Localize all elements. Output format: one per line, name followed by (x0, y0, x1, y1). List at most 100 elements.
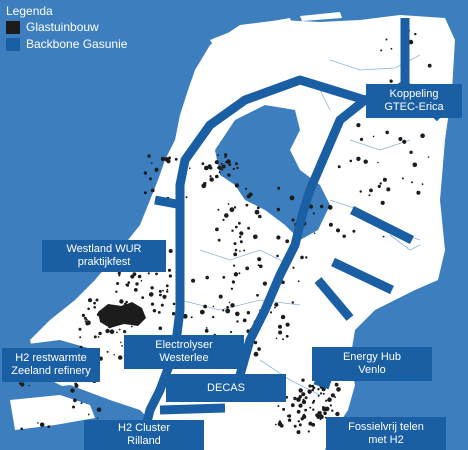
label-decas: DECAS (166, 374, 286, 402)
greenhouse-dot (167, 268, 172, 272)
greenhouse-dot (278, 330, 283, 335)
greenhouse-dot (285, 239, 290, 244)
greenhouse-dot (97, 336, 100, 338)
greenhouse-dot (141, 296, 145, 299)
greenhouse-dot (74, 382, 78, 386)
greenhouse-dot (259, 264, 263, 269)
wadden-island-1 (210, 30, 240, 48)
greenhouse-dot (220, 162, 223, 165)
greenhouse-dot (163, 296, 166, 299)
greenhouse-dot (275, 337, 278, 340)
greenhouse-dot (165, 284, 169, 288)
greenhouse-dot (312, 212, 315, 215)
greenhouse-dot (312, 399, 316, 403)
greenhouse-dot (257, 347, 261, 351)
greenhouse-dot (234, 225, 238, 229)
label-electrolyser-line2: Westerlee (159, 352, 209, 364)
greenhouse-dot (226, 305, 229, 309)
greenhouse-dot (228, 163, 232, 167)
greenhouse-dot (298, 395, 302, 399)
greenhouse-dot (149, 177, 152, 181)
wadden-island-2 (250, 18, 292, 30)
greenhouse-dot (292, 266, 295, 269)
label-westland: Westland WUR praktijkfest (42, 240, 166, 272)
greenhouse-dot (221, 164, 226, 169)
greenhouse-dot (125, 283, 128, 286)
greenhouse-dot (229, 207, 235, 213)
legend-item-glastuinbouw: Glastuinbouw (6, 20, 127, 35)
greenhouse-dot (231, 280, 235, 284)
greenhouse-dot (386, 187, 391, 192)
greenhouse-dot (87, 298, 93, 303)
greenhouse-dot (289, 195, 295, 201)
greenhouse-dot (253, 340, 258, 345)
greenhouse-dot (37, 422, 39, 424)
greenhouse-dot (162, 289, 164, 292)
greenhouse-dot (203, 304, 208, 309)
greenhouse-dot (322, 392, 325, 395)
greenhouse-dot (369, 188, 373, 193)
label-energy-hub: Energy Hub Venlo (312, 347, 432, 381)
greenhouse-dot (235, 311, 240, 317)
greenhouse-dot (204, 329, 209, 333)
greenhouse-dot (215, 174, 219, 179)
greenhouse-dot (319, 392, 323, 395)
greenhouse-dot (109, 329, 115, 335)
greenhouse-dot (278, 324, 282, 329)
greenhouse-dot (290, 403, 295, 408)
greenhouse-dot (412, 162, 418, 168)
greenhouse-dot (151, 162, 153, 164)
greenhouse-dot (160, 156, 166, 162)
greenhouse-dot (234, 248, 238, 252)
greenhouse-dot (317, 394, 320, 397)
greenhouse-swatch-icon (6, 21, 20, 34)
greenhouse-dot (309, 406, 312, 409)
greenhouse-dot (207, 164, 212, 169)
greenhouse-dot (304, 408, 307, 412)
label-fossielvrij-line2: met H2 (368, 433, 404, 446)
greenhouse-dot (285, 395, 289, 399)
greenhouse-dot (47, 425, 51, 428)
greenhouse-dot (311, 388, 315, 392)
greenhouse-dot (87, 413, 90, 416)
greenhouse-dot (209, 175, 212, 178)
greenhouse-dot (282, 407, 286, 411)
greenhouse-dot (307, 430, 310, 433)
greenhouse-dot (118, 328, 121, 331)
greenhouse-dot (118, 355, 123, 360)
greenhouse-dot (385, 130, 390, 135)
label-energy-hub-line2: Venlo (358, 364, 386, 376)
label-westland-line1: Westland WUR (66, 243, 142, 255)
greenhouse-dot (120, 341, 122, 344)
greenhouse-dot (93, 301, 96, 305)
greenhouse-dot (304, 396, 308, 400)
label-electrolyser: Electrolyser Westerlee (124, 335, 244, 369)
greenhouse-dot (300, 255, 304, 260)
greenhouse-dot (319, 418, 322, 421)
greenhouse-dot (307, 389, 312, 394)
greenhouse-dot (96, 407, 102, 413)
greenhouse-dot (232, 167, 235, 171)
greenhouse-dot (297, 280, 300, 283)
greenhouse-dot (293, 424, 297, 428)
greenhouse-dot (174, 157, 178, 161)
greenhouse-dot (152, 309, 157, 313)
greenhouse-dot (317, 388, 320, 391)
greenhouse-dot (385, 38, 388, 41)
greenhouse-dot (238, 272, 241, 275)
greenhouse-dot (291, 218, 295, 222)
greenhouse-dot (72, 405, 75, 409)
greenhouse-dot (143, 171, 148, 175)
greenhouse-dot (222, 275, 226, 279)
greenhouse-dot (185, 196, 188, 199)
greenhouse-dot (81, 313, 85, 317)
greenhouse-dot (409, 150, 413, 154)
greenhouse-dot (106, 350, 109, 353)
greenhouse-dot (116, 282, 120, 285)
greenhouse-dot (327, 205, 333, 210)
greenhouse-dot (356, 156, 361, 161)
greenhouse-dot (119, 299, 124, 304)
greenhouse-dot (135, 282, 139, 286)
greenhouse-dot (230, 330, 233, 334)
greenhouse-dot (168, 156, 171, 160)
